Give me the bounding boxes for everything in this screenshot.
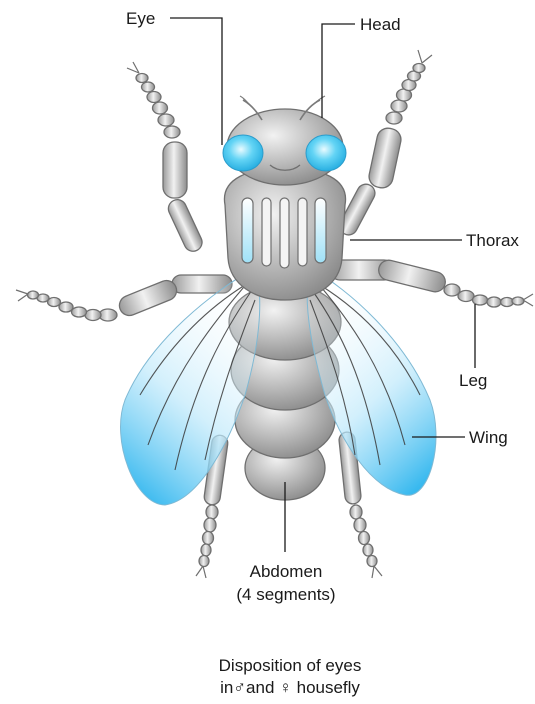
wing-label: Wing [469,428,508,447]
caption-mid: and [246,678,279,697]
caption-suffix: housefly [292,678,361,697]
head-label: Head [360,15,401,34]
front-left-leg [127,62,205,254]
thorax [224,168,345,300]
right-eye [306,135,346,171]
abdomen-label: Abdomen [250,562,323,581]
leg-label: Leg [459,371,487,390]
caption: Disposition of eyes in♂and ♀ housefly [219,656,362,697]
caption-line-2: in♂and ♀ housefly [220,678,360,697]
male-symbol: ♂ [233,678,246,697]
caption-prefix: in [220,678,233,697]
head-leader [322,24,355,118]
abdomen-note: (4 segments) [236,585,335,604]
right-wing [307,268,436,495]
head [223,96,346,185]
front-right-leg [336,50,432,238]
left-eye [223,135,263,171]
female-symbol: ♀ [279,678,292,697]
caption-line-1: Disposition of eyes [219,656,362,675]
thorax-label: Thorax [466,231,519,250]
eye-leader [170,18,222,145]
middle-right-leg [330,258,533,307]
eye-label: Eye [126,9,155,28]
